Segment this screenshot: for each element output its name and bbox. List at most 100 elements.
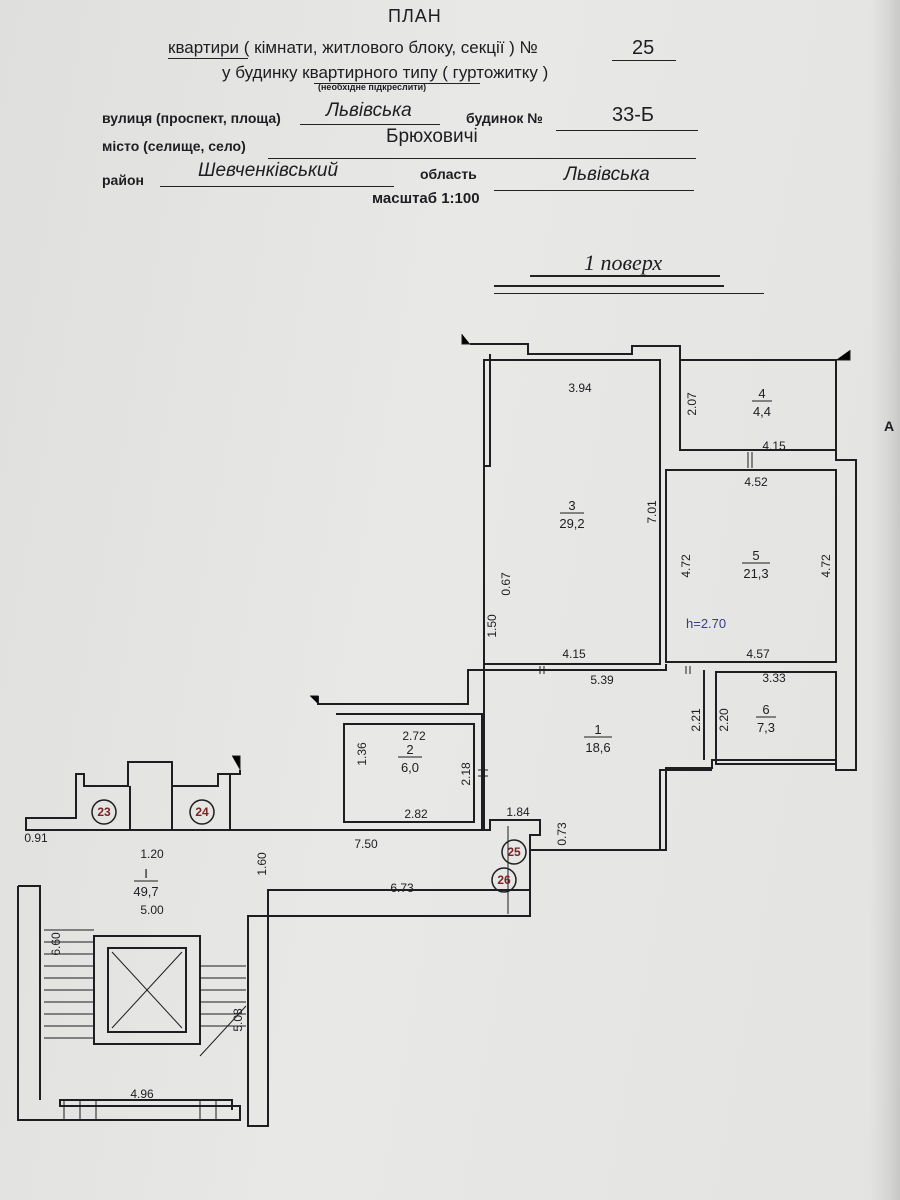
plan-header: ПЛАН квартири ( кімнати, житлового блоку…	[0, 0, 900, 320]
outer-wall	[229, 343, 857, 851]
room-3-number: 3	[568, 498, 575, 513]
room-2-number: 2	[406, 742, 413, 757]
dimension-labels: 3.94 7.01 0.67 4.15 2.07 4.15 4.52 4.72 …	[24, 381, 833, 1101]
door-ticks	[232, 334, 851, 914]
city-label: місто (селище, село)	[102, 138, 246, 154]
marker-26-circle	[491, 867, 517, 893]
dim-r1-bottom: 0.73	[555, 822, 569, 846]
stair-outline	[17, 886, 241, 1121]
room-1-number: 1	[594, 722, 601, 737]
underline-kvartyry	[168, 58, 248, 59]
stair-steps-right	[200, 965, 246, 1027]
scale-label: масштаб 1:100	[372, 190, 480, 207]
building-label: будинок №	[466, 110, 543, 126]
dim-r3-left: 0.67	[499, 572, 513, 596]
underline-district	[160, 186, 394, 187]
room-4-outline	[679, 360, 836, 451]
apartment-number: 25	[632, 37, 655, 59]
marker-23-circle	[91, 799, 117, 825]
room-4-number: 4	[758, 386, 765, 401]
underline-city	[268, 158, 696, 159]
building-type-line: у будинку квартирного типу ( гуртожитку …	[222, 63, 549, 82]
room-6-area: 7,3	[757, 720, 775, 735]
dim-r6-top: 3.33	[762, 671, 786, 685]
marker-24-circle	[189, 799, 215, 825]
room-5-number: 5	[752, 548, 759, 563]
dim-stair-left: 6.60	[49, 932, 63, 956]
marker-24: 24	[195, 805, 209, 819]
underline-building	[556, 130, 698, 131]
stair-steps-bottom	[63, 1100, 217, 1120]
apartment-markers: 23 24 25 26	[91, 799, 527, 893]
corridor-bottom-wall	[247, 850, 531, 1127]
marker-26: 26	[497, 873, 511, 887]
dim-corridor-left: 5.00	[140, 903, 164, 917]
room-1-area: 18,6	[585, 740, 610, 755]
dim-r5-top: 4.52	[744, 475, 768, 489]
room-3-outline	[483, 359, 661, 665]
common-area: 49,7	[133, 884, 158, 899]
street-value: Львівська	[326, 100, 412, 121]
dim-r2-left: 1.36	[355, 742, 369, 766]
stair-diagonal	[199, 1005, 247, 1057]
corridor-top-wall	[25, 761, 230, 831]
room-2-wall	[336, 713, 483, 830]
door-r4	[747, 452, 753, 468]
dim-stair-bottom: 4.96	[130, 1087, 154, 1101]
district-value: Шевченківський	[198, 160, 339, 181]
elevator-cross	[111, 951, 183, 1029]
dim-r4-left: 2.07	[685, 392, 699, 416]
dim-r5-bottom: 4.57	[746, 647, 770, 661]
building-value: 33-Б	[612, 104, 655, 126]
room-6-outline	[715, 671, 837, 765]
marker-23: 23	[97, 805, 111, 819]
room-6-number: 6	[762, 702, 769, 717]
elevator-outer	[93, 935, 201, 1045]
dim-r1-right: 2.21	[689, 708, 703, 732]
common-number: I	[144, 866, 148, 881]
dim-r5-left: 4.72	[679, 554, 693, 578]
stair-steps-left	[44, 929, 94, 1039]
underline-building-type	[314, 83, 480, 84]
room-2-area: 6,0	[401, 760, 419, 775]
left-shaft	[129, 786, 173, 830]
height-note: h=2.70	[686, 616, 726, 631]
floor-underline-1	[530, 275, 720, 277]
apartment-line-prefix: квартири ( кімнати, житлового блоку, сек…	[168, 38, 538, 57]
city-value: Брюховичі	[386, 126, 478, 147]
walls	[17, 343, 857, 1127]
marker-25-circle	[501, 839, 527, 865]
page-edge-shadow	[870, 0, 900, 1200]
door-r5-r1	[685, 666, 691, 674]
elevator-shaft	[93, 935, 201, 1045]
door-r3-r1	[539, 666, 545, 674]
dim-left-top: 1.20	[140, 847, 164, 861]
dim-r2-right: 2.18	[459, 762, 473, 786]
room-labels: 3 29,2 4 4,4 5 21,3 1 18,6 6 7,3 2 6,0 I…	[133, 386, 776, 899]
dim-corridor-mid: 6.73	[390, 881, 414, 895]
dim-door-a: 1.84	[506, 805, 530, 819]
elevator-inner	[107, 947, 187, 1033]
marker-25: 25	[507, 845, 521, 859]
dim-r2-top: 2.72	[402, 729, 426, 743]
room-1-outline	[483, 664, 712, 851]
break-mark-1	[232, 755, 241, 770]
outer-wall-left	[317, 354, 491, 705]
floor-plan: 23 24 25 26 3 29,2 4 4,4 5 21,3 1 18,6 6…	[17, 334, 857, 1127]
side-tag: А	[884, 418, 895, 434]
region-value: Львівська	[564, 164, 650, 185]
room-5-outline	[665, 469, 837, 663]
break-mark-2	[310, 695, 319, 704]
dim-left-small: 0.91	[24, 831, 48, 845]
dim-r3-top: 3.94	[568, 381, 592, 395]
underline-region	[494, 190, 694, 191]
floor-label: 1 поверх	[584, 250, 663, 275]
underline-note: (необхідне підкреслити)	[318, 82, 427, 92]
floor-underline-2	[494, 285, 724, 287]
dim-corridor-width: 1.60	[255, 852, 269, 876]
dim-r3-right: 7.01	[645, 500, 659, 524]
dim-stair-right: 5.08	[231, 1008, 245, 1032]
dim-r6-left: 2.20	[717, 708, 731, 732]
region-label: область	[420, 166, 477, 182]
